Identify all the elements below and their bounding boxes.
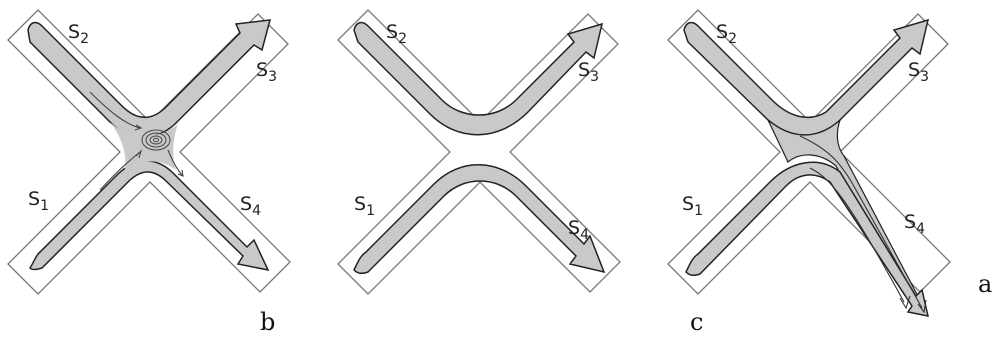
label-s1: S1 [28,188,49,214]
panel-c: S2 S3 S1 S4 [660,0,990,343]
caption-c: c [690,308,703,336]
caption-a: a [978,270,992,298]
panel-b-diagram: S2 S3 S1 S4 [330,0,660,343]
panel-a: S2 S3 S1 S4 [0,0,330,343]
caption-b: b [260,308,275,336]
label-s3: S3 [256,59,277,85]
label-s1: S1 [682,193,703,219]
panel-a-diagram: S2 S3 S1 S4 [0,0,330,343]
panel-b: S2 S3 S1 S4 [330,0,660,343]
label-s1: S1 [354,193,375,219]
panel-c-diagram: S2 S3 S1 S4 [660,0,990,343]
